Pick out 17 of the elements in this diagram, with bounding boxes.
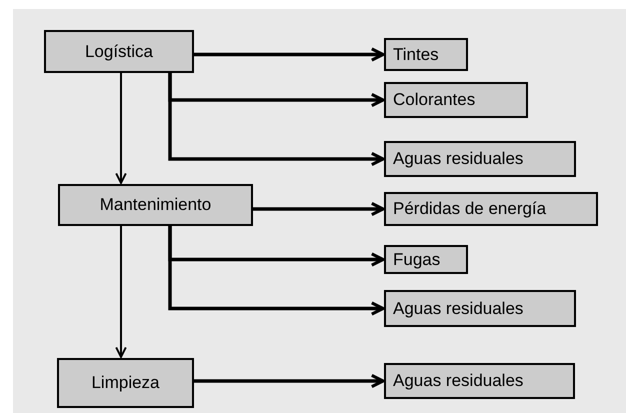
process-box: Tintes (384, 38, 468, 71)
arrow (168, 226, 385, 316)
process-box: Fugas (384, 245, 468, 274)
arrow (115, 73, 127, 184)
process-box: Aguas residuales (384, 363, 575, 399)
process-box: Aguas residuales (384, 290, 576, 327)
arrow (253, 202, 385, 216)
arrow (194, 47, 385, 62)
process-box: Pérdidas de energía (384, 192, 598, 226)
process-box: Aguas residuales (384, 141, 576, 177)
process-box: Logística (44, 30, 194, 73)
process-box: Mantenimiento (58, 184, 253, 226)
arrow (194, 374, 385, 388)
process-box: Colorantes (384, 82, 528, 118)
arrow (168, 73, 385, 166)
arrow (115, 226, 127, 358)
process-box: Limpieza (57, 358, 194, 408)
